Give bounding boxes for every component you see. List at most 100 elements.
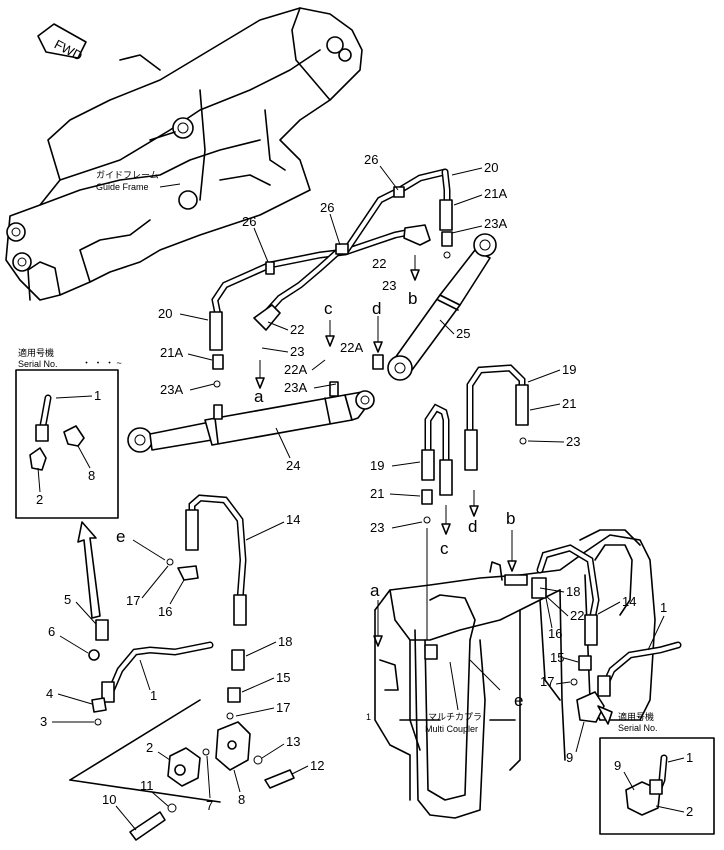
label-6: 6	[48, 624, 55, 639]
label-d-lower: d	[468, 517, 477, 536]
fitting-4	[91, 697, 107, 713]
inset-left-label-1: 1	[94, 388, 101, 403]
adapter-21-right	[421, 489, 433, 505]
inset-serial-left	[15, 369, 119, 519]
clamp-26a	[265, 261, 275, 275]
fitting-18-left	[231, 649, 245, 671]
oring-3	[94, 718, 102, 726]
inset-left-serial-jp: 適用号機	[18, 347, 54, 358]
label-c-upper: c	[324, 299, 333, 318]
label-8-left: 8	[238, 792, 245, 807]
label-22A-right: 22A	[340, 340, 363, 355]
oring-23-upper	[519, 437, 527, 445]
label-15-left: 15	[276, 670, 290, 685]
label-21-top: 21	[562, 396, 576, 411]
label-26-top: 26	[364, 152, 378, 167]
label-14-left: 14	[286, 512, 300, 527]
inset-left-label-8: 8	[88, 468, 95, 483]
label-1-right: 1	[660, 600, 667, 615]
bolt-10	[129, 811, 166, 841]
label-a-upper: a	[254, 387, 264, 406]
screw-5	[95, 619, 109, 641]
leader-e-left	[132, 539, 166, 561]
inset-right-serial-en: Serial No.	[618, 723, 658, 733]
hose-19-right	[464, 364, 529, 471]
label-12: 12	[310, 758, 324, 773]
cylinder-25	[372, 233, 497, 381]
hose-1-left	[101, 641, 214, 703]
label-21-left: 21	[370, 486, 384, 501]
label-21A-left: 21A	[160, 345, 183, 360]
hose-14-right	[536, 544, 600, 646]
inset-left-serial-dots: ・ ・ ・ ~	[82, 358, 122, 368]
oring-23a-b	[443, 251, 451, 259]
label-3: 3	[40, 714, 47, 729]
arrow-right-inset	[597, 705, 613, 725]
label-26-left: 26	[242, 214, 256, 229]
label-25: 25	[456, 326, 470, 341]
fwd-arrow: FWD	[37, 23, 87, 64]
fitting-15-right	[578, 655, 592, 671]
inset-right-label-2: 2	[686, 804, 693, 819]
triangle-line-b	[69, 779, 221, 803]
hose-end-fitting-20a	[209, 311, 223, 351]
inset-left-label-2: 2	[36, 492, 43, 507]
label-23-top: 23	[566, 434, 580, 449]
label-1-left: 1	[150, 688, 157, 703]
label-10: 10	[102, 792, 116, 807]
pointer-arrow	[77, 521, 101, 619]
guide-frame-label-jp: ガイドフレーム	[96, 170, 159, 180]
label-19-top: 19	[562, 362, 576, 377]
multi-coupler-label-en: Multi Coupler	[425, 724, 478, 734]
label-4: 4	[46, 686, 53, 701]
label-20-top: 20	[484, 160, 498, 175]
oring-23a	[213, 380, 221, 388]
inset-right-serial-jp: 適用号機	[618, 711, 654, 722]
adapter-21a	[212, 354, 224, 370]
label-e-right: e	[514, 691, 523, 710]
inset-left-serial-en: Serial No.	[18, 359, 58, 369]
label-23A-left: 23A	[160, 382, 183, 397]
label-7: 7	[206, 798, 213, 813]
adapter-21a-b	[441, 231, 453, 247]
label-a-lower: a	[370, 581, 380, 600]
label-18-right: 18	[566, 584, 580, 599]
guide-frame-leader	[159, 183, 181, 188]
elbow-16-left	[177, 565, 199, 581]
label-19-left: 19	[370, 458, 384, 473]
label-11: 11	[140, 778, 154, 793]
label-21A-top: 21A	[484, 186, 507, 201]
bolt-12	[264, 769, 295, 789]
oring-7	[202, 748, 210, 756]
part-labels: 26 20 21A 23A 26 26 22 23 b 20 22 23 25 …	[36, 152, 693, 831]
label-15-right: 15	[550, 650, 564, 665]
label-13: 13	[286, 734, 300, 749]
inset-right-label-9: 9	[614, 758, 621, 773]
label-16-right: 16	[548, 626, 562, 641]
label-d-upper: d	[372, 299, 381, 318]
guide-frame-label-en: Guide Frame	[96, 182, 149, 192]
leader-e-right	[469, 659, 501, 691]
label-18-left: 18	[278, 634, 292, 649]
clamp-26c	[393, 186, 405, 198]
hose-end-fitting-20b	[439, 199, 453, 231]
label-23-left-lower: 23	[370, 520, 384, 535]
oring-17-left	[166, 558, 174, 566]
label-22A-mid: 22A	[284, 362, 307, 377]
block-8-left	[215, 721, 251, 771]
label-17-mid: 17	[276, 700, 290, 715]
label-20-left: 20	[158, 306, 172, 321]
label-c-lower: c	[440, 539, 449, 558]
label-1-vehicle-edge: 1	[366, 712, 371, 722]
label-17-right: 17	[540, 674, 554, 689]
label-16-left: 16	[158, 604, 172, 619]
label-b-lower: b	[506, 509, 515, 528]
oring-17-right	[570, 678, 578, 686]
oring-23-right	[423, 516, 431, 524]
elbow-22b	[403, 224, 431, 246]
elbow-22a	[253, 304, 281, 331]
washer-13	[253, 755, 263, 765]
cylinder-24	[127, 381, 375, 453]
